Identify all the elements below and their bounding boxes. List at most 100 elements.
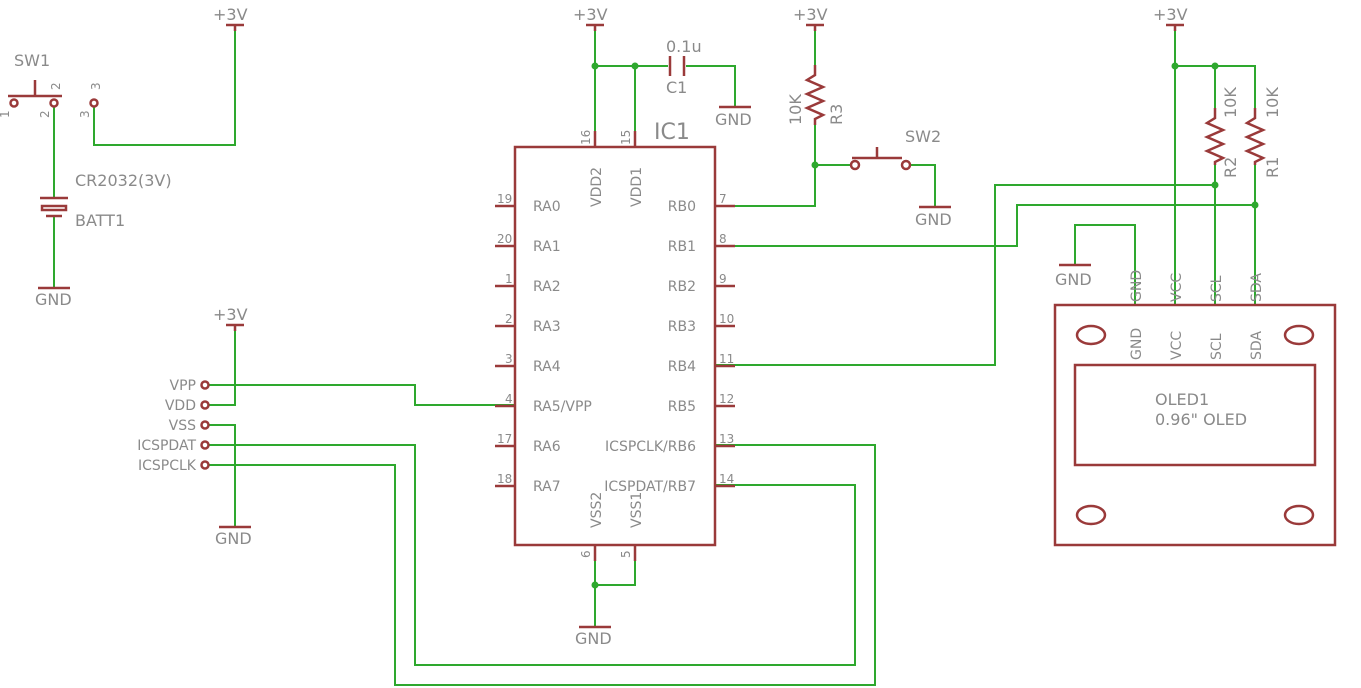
r3-name: R3 — [827, 104, 846, 125]
sw1-pad — [49, 98, 59, 108]
ic1-pin-label: RA3 — [533, 319, 561, 335]
junction-dot — [1211, 62, 1219, 70]
sw2-pad — [900, 159, 912, 171]
ic1-pin-number: 11 — [719, 352, 734, 366]
ic1-pin-number: 15 — [619, 130, 633, 145]
vcc-label: +3V — [1153, 5, 1188, 24]
ic1-pin-number: 13 — [719, 432, 734, 446]
batt1-name: BATT1 — [75, 211, 125, 230]
sw2-name: SW2 — [905, 127, 941, 146]
junction-dot — [591, 62, 599, 70]
sw1-name: SW1 — [14, 51, 50, 70]
ic1-pin-number: 19 — [497, 192, 512, 206]
wire-c1-gnd — [686, 65, 736, 107]
ic1-pin-number: 18 — [497, 472, 512, 486]
sw1-pad — [89, 98, 99, 108]
gnd-label: GND — [1055, 270, 1092, 289]
r2-name: R2 — [1221, 157, 1240, 178]
ic1-chip: IC1 16 15 VDD2 VDD1 6 5 VSS2 VSS1 19 20 … — [495, 120, 735, 561]
oled1-pin-label: GND — [1129, 270, 1145, 302]
mount-hole-icon — [1283, 324, 1315, 346]
junctions — [591, 62, 1259, 589]
sw1-switch: SW1 1 2 2 3 3 — [0, 51, 103, 118]
ic1-left-pins: 19 20 1 2 3 4 17 18 RA0 RA1 RA2 RA3 RA4 … — [495, 192, 592, 495]
oled1-module: OLED1 0.96" OLED GND VCC SCL SDA GND VCC… — [1053, 270, 1337, 547]
icsp-label: ICSPDAT — [137, 438, 196, 454]
ic1-pin-number: 3 — [505, 352, 513, 366]
ic1-pin-label: RB0 — [668, 199, 696, 215]
ic1-pin-number: 10 — [719, 312, 734, 326]
wire-icsp-vss — [205, 424, 236, 527]
vcc-symbol: +3V — [213, 305, 248, 331]
icsp-pad — [200, 440, 210, 450]
wire-sda-rb1 — [715, 204, 1255, 247]
gnd-label: GND — [715, 110, 752, 129]
sw1-pin-number: 3 — [89, 82, 103, 90]
gnd-label: GND — [915, 210, 952, 229]
oled1-pin-label: SCL — [1209, 275, 1225, 302]
ic1-pin-label: RB4 — [668, 359, 696, 375]
gnd-symbol: GND — [1055, 263, 1092, 289]
ic1-pin-label: RA0 — [533, 199, 561, 215]
power-symbols: +3V +3V +3V +3V +3V GND GND GND — [35, 5, 1188, 648]
junction-dot — [631, 62, 639, 70]
ic1-right-pins: 7 8 9 10 11 12 13 14 RB0 RB1 RB2 RB3 RB4… — [604, 192, 735, 495]
sw1-pin-number: 3 — [78, 110, 92, 118]
c1-value: 0.1u — [666, 37, 702, 56]
vcc-label: +3V — [573, 5, 608, 24]
r2-resistor: 10K R2 — [1203, 87, 1240, 178]
junction-dot — [591, 581, 599, 589]
gnd-symbol: GND — [215, 525, 252, 548]
ic1-pin-label: RB3 — [668, 319, 696, 335]
ic1-pin-number: 12 — [719, 392, 734, 406]
wire-sw2-gnd — [908, 164, 936, 207]
oled1-pin-label: SDA — [1249, 331, 1265, 360]
batt1-battery: CR2032(3V) BATT1 — [40, 171, 172, 230]
c1-capacitor: 0.1u C1 — [666, 37, 702, 97]
ic1-pin-number: 5 — [619, 550, 633, 558]
ic1-pin-label: VSS1 — [629, 492, 645, 528]
sw1-pin-number: 1 — [0, 110, 12, 118]
oled1-value: 0.96" OLED — [1155, 410, 1247, 429]
gnd-label: GND — [575, 629, 612, 648]
sw1-pad — [9, 98, 19, 108]
ic1-pin-number: 4 — [505, 392, 513, 406]
icsp-pad — [200, 380, 210, 390]
gnd-symbol: GND — [575, 625, 612, 648]
r1-name: R1 — [1263, 157, 1282, 178]
ic1-pin-number: 8 — [719, 232, 727, 246]
oled1-pin-label: GND — [1129, 328, 1145, 360]
icsp-header: VPP VDD VSS ICSPDAT ICSPCLK — [137, 378, 210, 474]
r3-resistor: 10K R3 — [786, 65, 846, 125]
ic1-pin-label: RA4 — [533, 359, 561, 375]
ic1-pin-label: VDD1 — [629, 167, 645, 207]
ic1-pin-number: 9 — [719, 272, 727, 286]
ic1-pin-label: RB2 — [668, 279, 696, 295]
oled1-name: OLED1 — [1155, 390, 1209, 409]
r2-value: 10K — [1221, 87, 1240, 118]
r1-value: 10K — [1263, 87, 1282, 118]
oled1-pin-label: VCC — [1169, 273, 1185, 302]
vcc-symbol: +3V — [213, 5, 248, 31]
r1-resistor: 10K R1 — [1243, 87, 1282, 178]
ic1-pin-number: 6 — [579, 550, 593, 558]
ic1-pin-label: RA5/VPP — [533, 399, 592, 415]
c1-name: C1 — [666, 78, 687, 97]
ic1-pin-number: 17 — [497, 432, 512, 446]
oled1-pin-label: SDA — [1249, 273, 1265, 302]
ic1-pin-label: RA1 — [533, 239, 561, 255]
sw2-pad — [849, 159, 861, 171]
ic1-name: IC1 — [654, 120, 690, 145]
batt1-value: CR2032(3V) — [75, 171, 172, 190]
icsp-pad — [200, 400, 210, 410]
junction-dot — [811, 161, 819, 169]
ic1-pin-number: 7 — [719, 192, 727, 206]
vcc-symbol: +3V — [1153, 5, 1188, 31]
ic1-pin-label: VSS2 — [589, 492, 605, 528]
oled1-pin-label: VCC — [1169, 331, 1185, 360]
icsp-label: VDD — [165, 398, 196, 414]
gnd-symbol: GND — [915, 205, 952, 229]
gnd-symbol: GND — [715, 105, 752, 129]
mount-hole-icon — [1075, 504, 1107, 526]
